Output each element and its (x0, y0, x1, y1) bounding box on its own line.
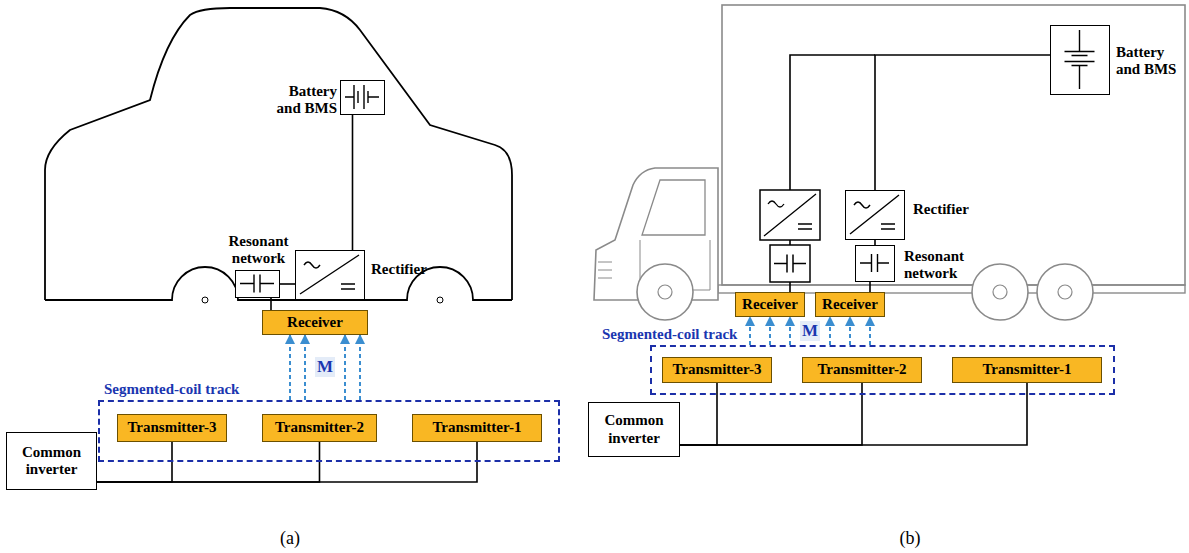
wheel-hub (658, 285, 672, 299)
battery-symbol (341, 81, 383, 113)
node-heading: Battery and BMS (1116, 44, 1186, 79)
inverter-box: Common inverter (6, 432, 97, 490)
wire (352, 115, 354, 250)
transmitter-coil: Transmitter-1 (412, 414, 542, 442)
transmitter-coil: Transmitter-1 (952, 357, 1102, 383)
node-label: Transmitter-1 (428, 419, 525, 436)
symbol-stroke (240, 275, 274, 293)
wire (97, 442, 477, 482)
panel-label: (a) (280, 528, 300, 549)
battery-box: Battery and BMS (340, 80, 385, 115)
node-label: Receiver (283, 314, 347, 331)
coupling-arrow (869, 317, 871, 345)
capacitor-symbol (774, 255, 806, 273)
node-label: Common inverter (7, 444, 96, 479)
symbol-stroke (850, 195, 899, 234)
transmitter-coil: Transmitter-2 (802, 357, 922, 383)
resonant-network-box: Resonant network (855, 245, 895, 282)
mutual-inductance: M (800, 321, 820, 341)
mutual-inductance: M (315, 357, 335, 377)
coupling-arrow (849, 317, 851, 345)
wheel-hub (437, 297, 443, 303)
receiver-coil: Receiver (735, 292, 805, 317)
wheel-hub (202, 297, 208, 303)
symbol-stroke (860, 254, 889, 272)
wheel (1037, 264, 1093, 320)
node-label: Receiver (818, 296, 882, 313)
capacitor-symbol (856, 246, 893, 280)
battery-symbol (1051, 26, 1108, 93)
node-heading: Segmented-coil track (602, 326, 737, 343)
coupling-arrow (789, 317, 791, 345)
rectifier-symbol (296, 251, 363, 298)
resonant-network-box: Resonant network (235, 270, 280, 298)
rectifier-box: Rectifier (295, 250, 365, 300)
car-underbody (45, 267, 512, 300)
node-heading: Resonant network (904, 248, 979, 283)
node-label: Receiver (738, 296, 802, 313)
coupling-arrow (289, 335, 291, 400)
battery-box: Battery and BMS (1050, 25, 1110, 95)
wire (875, 55, 1050, 190)
wire (680, 383, 862, 445)
node-label: Common inverter (589, 412, 679, 447)
wheel (637, 264, 693, 320)
node-label: Transmitter-3 (123, 419, 220, 436)
resonant-network-box (770, 245, 810, 282)
node-heading: Segmented-coil track (104, 381, 239, 398)
coupling-arrow (769, 317, 771, 345)
capacitor-symbol (236, 271, 278, 296)
node-heading: Rectifier (913, 201, 969, 218)
wheel (972, 264, 1028, 320)
cab-window (642, 180, 705, 235)
rectifier-box (760, 190, 820, 240)
panel-label: (b) (900, 528, 921, 549)
wheel-hub (993, 285, 1007, 299)
wire (790, 55, 875, 190)
node-heading: Resonant network (221, 233, 296, 268)
receiver-coil: Receiver (262, 310, 368, 335)
rectifier-symbol (764, 194, 816, 236)
rectifier-box: Rectifier (845, 190, 905, 240)
node-label: Transmitter-2 (813, 361, 910, 378)
wire (97, 442, 172, 482)
node-heading: Rectifier (371, 261, 427, 278)
coupling-arrow (344, 335, 346, 400)
wire (97, 442, 320, 482)
wire (869, 282, 871, 292)
rectifier-symbol (846, 191, 903, 238)
trailer (722, 5, 1185, 285)
coupling-arrow (749, 317, 751, 345)
coupling-arrow (304, 335, 306, 400)
symbol-stroke (1065, 30, 1095, 89)
node-label: Transmitter-2 (271, 419, 368, 436)
wire (270, 298, 272, 310)
inverter-box: Common inverter (588, 402, 680, 457)
node-heading: Battery and BMS (273, 83, 337, 118)
cab-grille (598, 262, 612, 278)
wire (280, 283, 295, 285)
wheel-hub (1058, 285, 1072, 299)
symbol-stroke (345, 85, 379, 109)
node-label: Transmitter-3 (668, 361, 765, 378)
coupling-arrow (829, 317, 831, 345)
coupling-arrow (359, 335, 361, 400)
wire (680, 383, 1027, 445)
coil-track: Segmented-coil trackTransmitter-3Transmi… (650, 345, 1115, 395)
transmitter-coil: Transmitter-3 (117, 414, 227, 442)
transmitter-coil: Transmitter-3 (662, 357, 772, 383)
car-body (45, 8, 512, 300)
transmitter-coil: Transmitter-2 (262, 414, 377, 442)
wire (680, 383, 717, 445)
receiver-coil: Receiver (815, 292, 885, 317)
symbol-stroke (300, 255, 359, 294)
node-label: Transmitter-1 (978, 361, 1075, 378)
coil-track: Segmented-coil trackTransmitter-3Transmi… (98, 400, 560, 462)
